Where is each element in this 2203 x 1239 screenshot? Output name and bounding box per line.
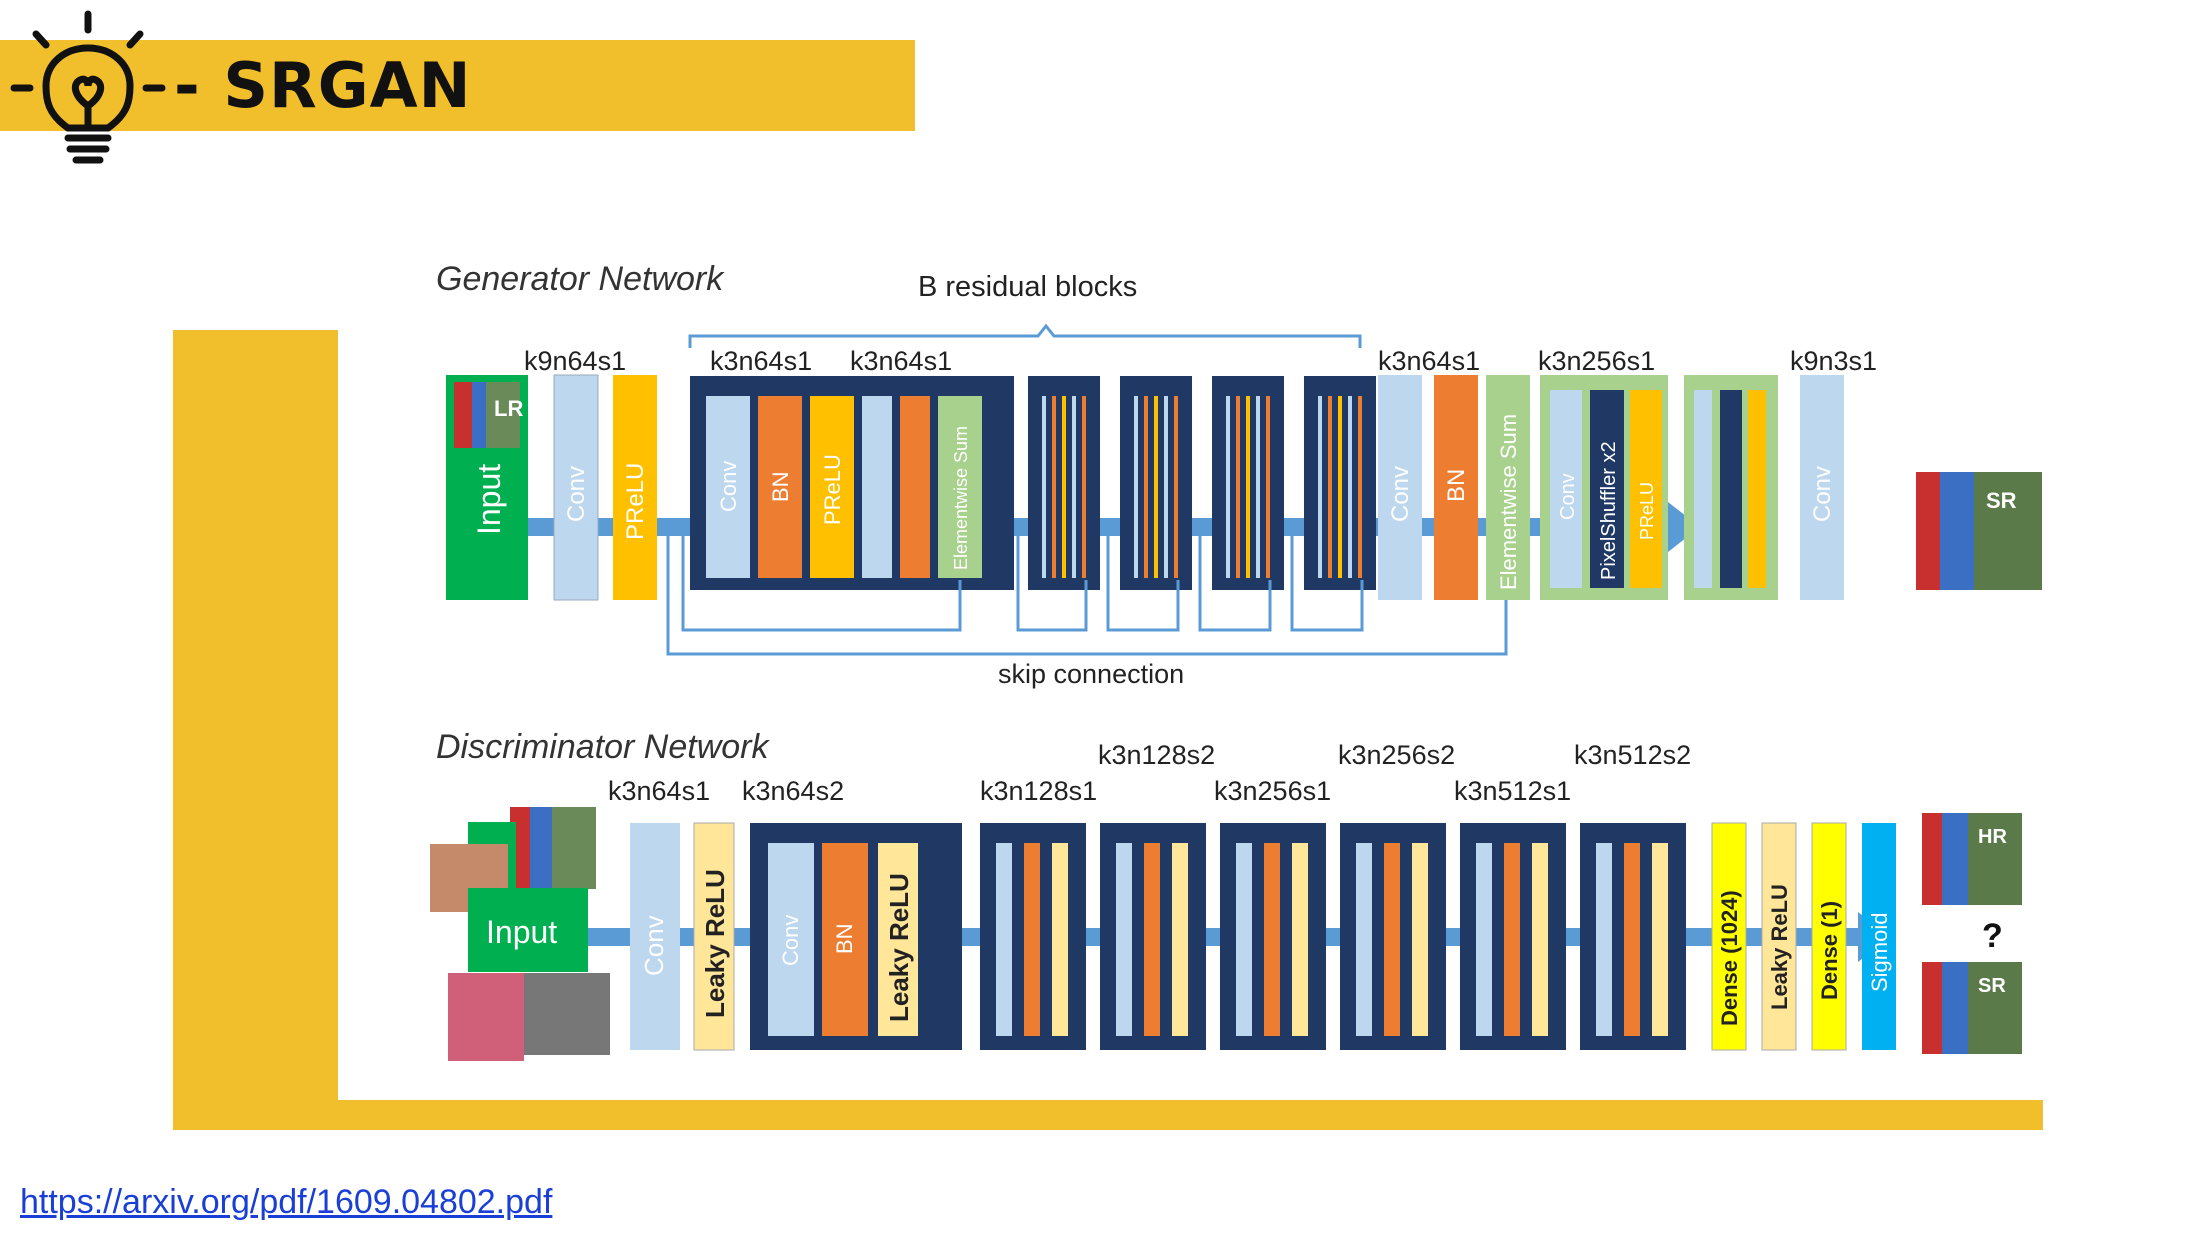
svg-text:Dense (1): Dense (1) — [1817, 901, 1842, 1000]
discriminator-input-collage: Input — [430, 807, 610, 1061]
residual-skip-lines — [681, 527, 1364, 632]
disc-block-expanded: Conv BN Leaky ReLU — [750, 823, 962, 1050]
long-skip-connection — [666, 527, 1508, 656]
svg-text:Conv: Conv — [778, 915, 803, 966]
svg-text:Leaky ReLU: Leaky ReLU — [1767, 884, 1792, 1010]
gen-residual-block — [1028, 376, 1100, 590]
disc-kernel-label: k3n128s1 — [980, 776, 1097, 806]
skip-connection-label: skip connection — [998, 659, 1184, 689]
residual-brace-label: B residual blocks — [918, 271, 1137, 303]
gen-residual-block — [1120, 376, 1192, 590]
svg-text:Conv: Conv — [563, 466, 590, 522]
svg-text:Conv: Conv — [1557, 473, 1579, 520]
sr-label: SR — [1986, 488, 2017, 513]
svg-text:PReLU: PReLU — [820, 454, 845, 525]
decorative-frame-left — [173, 330, 338, 1130]
disc-kernel-label: k3n256s1 — [1214, 776, 1331, 806]
gen-input-label: Input — [471, 464, 507, 535]
gen-kernel-label: k3n64s1 — [850, 346, 952, 376]
svg-text:PixelShuffler x2: PixelShuffler x2 — [1598, 441, 1620, 580]
svg-text:Elementwise Sum: Elementwise Sum — [951, 426, 971, 570]
gen-residual-block — [1212, 376, 1284, 590]
residual-brace — [688, 323, 1362, 348]
svg-text:Elementwise Sum: Elementwise Sum — [1496, 414, 1521, 590]
disc-leaky-relu-layer: Leaky ReLU — [693, 822, 735, 1051]
gen-final-conv: Conv — [1800, 375, 1844, 600]
disc-sr-image: SR — [1922, 962, 2022, 1054]
generator-input-block: LR Input — [446, 375, 528, 600]
disc-block — [1460, 823, 1566, 1050]
svg-text:BN: BN — [768, 471, 793, 502]
gen-elementwise-sum: Elementwise Sum — [1486, 375, 1530, 600]
svg-text:Leaky ReLU: Leaky ReLU — [700, 869, 730, 1018]
gen-kernel-label: k3n256s1 — [1538, 346, 1655, 376]
disc-kernel-label: k3n128s2 — [1098, 740, 1215, 770]
gen-kernel-label: k9n64s1 — [524, 346, 626, 376]
disc-block — [1340, 823, 1446, 1050]
disc-block — [1580, 823, 1686, 1050]
generator-title: Generator Network — [436, 260, 725, 298]
disc-sr-label: SR — [1978, 975, 2006, 997]
disc-kernel-label: k3n256s2 — [1338, 740, 1455, 770]
svg-text:Conv: Conv — [639, 915, 669, 976]
disc-hr-image: HR — [1922, 813, 2022, 905]
svg-text:PReLU: PReLU — [622, 463, 649, 540]
disc-sigmoid: Sigmoid — [1862, 823, 1896, 1050]
svg-text:BN: BN — [832, 923, 857, 954]
gen-upsample-block — [1684, 375, 1778, 600]
disc-dense-1024: Dense (1024) — [1711, 822, 1747, 1051]
gen-upsample-block: Conv PixelShuffler x2 PReLU — [1540, 375, 1668, 600]
gen-conv-layer: Conv — [1378, 375, 1422, 600]
srgan-architecture-diagram: Generator Network B residual blocks k9n6… — [338, 240, 2058, 1080]
svg-text:Conv: Conv — [1809, 466, 1836, 522]
question-mark: ? — [1982, 917, 2003, 955]
generator-output-image: SR — [1916, 472, 2042, 590]
discriminator-title: Discriminator Network — [436, 728, 770, 766]
gen-conv-layer: Conv — [553, 374, 599, 601]
hr-label: HR — [1978, 826, 2007, 848]
disc-input-label: Input — [486, 914, 557, 950]
disc-kernel-label: k3n512s2 — [1574, 740, 1691, 770]
disc-kernel-label: k3n64s1 — [608, 776, 710, 806]
svg-text:PReLU: PReLU — [1637, 482, 1657, 540]
lr-label: LR — [494, 396, 523, 421]
gen-kernel-label: k3n64s1 — [710, 346, 812, 376]
disc-dense-1: Dense (1) — [1811, 822, 1847, 1051]
disc-conv-layer: Conv — [630, 823, 680, 1050]
disc-kernel-label: k3n512s1 — [1454, 776, 1571, 806]
gen-kernel-label: k9n3s1 — [1790, 346, 1877, 376]
gen-kernel-label: k3n64s1 — [1378, 346, 1480, 376]
disc-kernel-label: k3n64s2 — [742, 776, 844, 806]
disc-leaky-relu-layer: Leaky ReLU — [1761, 822, 1797, 1051]
lightbulb-icon — [10, 10, 166, 164]
gen-bn-layer: BN — [1434, 375, 1478, 600]
disc-block — [1220, 823, 1326, 1050]
decorative-frame-bottom — [173, 1100, 2043, 1130]
gen-prelu-layer: PReLU — [613, 375, 657, 600]
slide-title: - SRGAN — [174, 49, 472, 122]
svg-text:Leaky ReLU: Leaky ReLU — [884, 873, 914, 1022]
disc-block — [980, 823, 1086, 1050]
source-link[interactable]: https://arxiv.org/pdf/1609.04802.pdf — [20, 1183, 553, 1221]
svg-text:Dense (1024): Dense (1024) — [1717, 890, 1742, 1026]
svg-text:Conv: Conv — [716, 461, 741, 512]
gen-residual-block — [1304, 376, 1376, 590]
svg-text:Sigmoid: Sigmoid — [1867, 913, 1892, 992]
svg-text:Conv: Conv — [1387, 466, 1414, 522]
svg-text:BN: BN — [1443, 469, 1470, 502]
disc-block — [1100, 823, 1206, 1050]
gen-residual-block-expanded: Conv BN PReLU Elementwise Sum — [690, 376, 1014, 590]
